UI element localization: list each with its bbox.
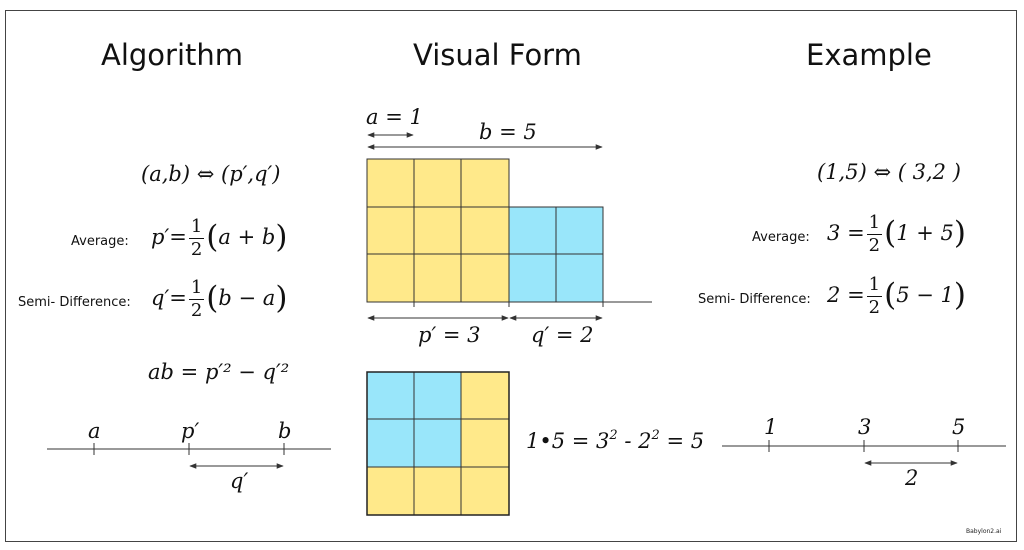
equivalence-arrow: ⇔ <box>873 160 892 184</box>
diagram-frame <box>5 10 1017 542</box>
number-line-span-label: q′ <box>230 469 248 493</box>
yellow-square-block <box>366 158 510 303</box>
example-average-inner: 1 + 5 <box>896 221 954 245</box>
grid-outline <box>366 371 510 516</box>
difference-of-squares-equation: 1•5 = 32 - 22 = 5 <box>526 428 704 453</box>
example-semi-difference-lhs: 2 <box>827 283 841 307</box>
rectangle-grid-bottom <box>366 371 510 516</box>
number-line-label-a: a <box>88 419 101 443</box>
number-line-label-3: 3 <box>858 415 871 439</box>
semi-difference-inner: b − a <box>218 286 276 310</box>
number-line-label-p: p′ <box>181 419 199 443</box>
algorithm-number-line: a p′ b q′ <box>47 419 331 493</box>
product-rhs: p′² − q′² <box>204 360 290 384</box>
average-variable: p′ <box>151 225 170 249</box>
number-line-label-5: 5 <box>952 415 965 439</box>
average-inner: a + b <box>218 225 276 249</box>
yellow-row-block <box>366 466 510 516</box>
example-number-line: 1 3 5 2 <box>722 415 1006 490</box>
example-average-label: Average: <box>752 230 810 245</box>
algorithm-relation-right: (p′,q′) <box>221 162 281 186</box>
a-length-label: a = 1 <box>366 105 423 129</box>
heading-example: Example <box>806 38 932 72</box>
rectangle-grid-top <box>366 158 652 307</box>
example-semi-difference-label: Semi- Difference: <box>698 292 811 307</box>
heading-algorithm: Algorithm <box>101 38 244 72</box>
example-semi-difference-inner: 5 − 1 <box>896 283 954 307</box>
credit-text: Babylon2.ai <box>966 528 1002 535</box>
example-relation-right: ( 3,2 ) <box>897 160 961 184</box>
p-length-label: p′ = 3 <box>418 323 481 347</box>
b-length-label: b = 5 <box>479 120 537 144</box>
algorithm-product-formula: ab = p′² − q′² <box>148 360 290 384</box>
algorithm-average-label: Average: <box>71 234 129 249</box>
number-line-span-label: 2 <box>904 466 918 490</box>
algorithm-relation: (a,b) ⇔ (p′,q′) <box>141 162 281 186</box>
example-relation-left: (1,5) <box>817 160 867 184</box>
algorithm-semi-difference-label: Semi- Difference: <box>18 295 131 310</box>
number-line-label-1: 1 <box>764 415 777 439</box>
q-length-label: q′ = 2 <box>531 323 594 347</box>
semi-difference-variable: q′ <box>151 286 170 310</box>
example-relation: (1,5) ⇔ ( 3,2 ) <box>817 160 961 184</box>
example-average-lhs: 3 <box>827 221 841 245</box>
equivalence-arrow: ⇔ <box>196 162 215 186</box>
algorithm-relation-left: (a,b) <box>141 162 191 186</box>
product-lhs: ab <box>148 360 174 384</box>
number-line-label-b: b <box>278 419 291 443</box>
heading-visual-form: Visual Form <box>413 38 582 72</box>
